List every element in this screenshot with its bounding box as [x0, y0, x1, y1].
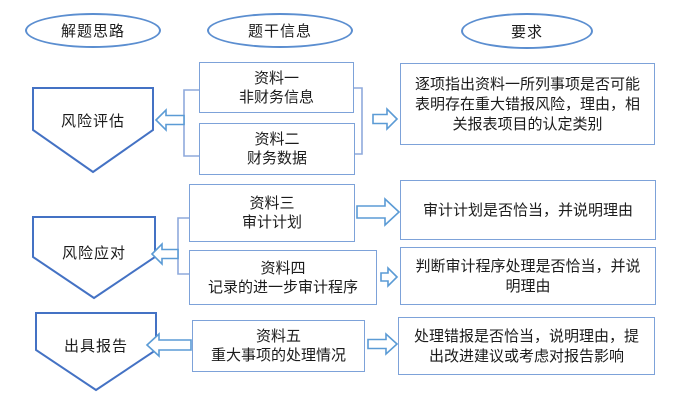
requirement-box-4: 处理错报是否恰当，说明理由，提出改进建议或考虑对报告影响: [398, 317, 655, 375]
material-3-desc: 审计计划: [241, 213, 302, 231]
requirement-box-1: 逐项指出资料一所列事项是否可能表明存在重大错报风险，理由，相关报表项目的认定类别: [400, 63, 655, 145]
bracket-right-materials-1-2: [354, 87, 363, 155]
header-ellipse-stem-info: 题干信息: [207, 13, 353, 48]
material-box-4: 资料四 记录的进一步审计程序: [189, 250, 377, 305]
material-box-5: 资料五 重大事项的处理情况: [192, 320, 365, 372]
stage-label-risk-assessment: 风险评估: [60, 111, 125, 130]
header-requirements-label: 要求: [510, 22, 543, 41]
requirement-box-3: 判断审计程序处理是否恰当，并说明理由: [400, 247, 656, 305]
requirement-1-text: 逐项指出资料一所列事项是否可能表明存在重大错报风险，理由，相关报表项目的认定类别: [414, 75, 640, 133]
material-2-title: 资料二: [254, 130, 300, 148]
stage-label-issue-report: 出具报告: [63, 336, 128, 355]
material-5-title: 资料五: [255, 327, 301, 345]
material-4-desc: 记录的进一步审计程序: [207, 277, 358, 296]
material-1-title: 资料一: [253, 68, 299, 87]
material-3-title: 资料三: [249, 194, 295, 212]
material-1-desc: 非财务信息: [238, 87, 314, 106]
material-box-1: 资料一 非财务信息: [199, 62, 354, 113]
arrow-materials12-to-requirement1: [372, 107, 399, 131]
arrow-materials34-to-risk-response: [150, 242, 179, 266]
arrow-material4-to-requirement3: [380, 266, 399, 288]
arrow-materials12-to-risk-assessment: [154, 108, 185, 132]
bracket-left-materials-1-2: [183, 89, 199, 157]
arrow-material5-to-requirement4: [367, 332, 399, 356]
header-ellipse-approach: 解题思路: [25, 13, 161, 48]
requirement-2-text: 审计计划是否恰当，并说明理由: [422, 201, 633, 219]
requirement-4-text: 处理错报是否恰当，说明理由，提出改进建议或考虑对报告影响: [413, 327, 639, 365]
requirement-box-2: 审计计划是否恰当，并说明理由: [400, 180, 656, 240]
material-4-title: 资料四: [260, 258, 306, 277]
header-approach-label: 解题思路: [60, 22, 125, 40]
header-stem-info-label: 题干信息: [247, 22, 312, 40]
header-ellipse-requirements: 要求: [461, 13, 593, 49]
material-2-desc: 财务数据: [246, 149, 307, 167]
material-5-desc: 重大事项的处理情况: [210, 346, 346, 364]
requirement-3-text: 判断审计程序处理是否恰当，并说明理由: [415, 257, 641, 295]
bracket-left-materials-3-4: [177, 217, 189, 275]
material-box-3: 资料三 审计计划: [189, 184, 355, 242]
arrow-material3-to-requirement2: [356, 197, 401, 227]
material-box-2: 资料二 财务数据: [199, 123, 355, 175]
stage-label-risk-response: 风险应对: [61, 243, 126, 262]
